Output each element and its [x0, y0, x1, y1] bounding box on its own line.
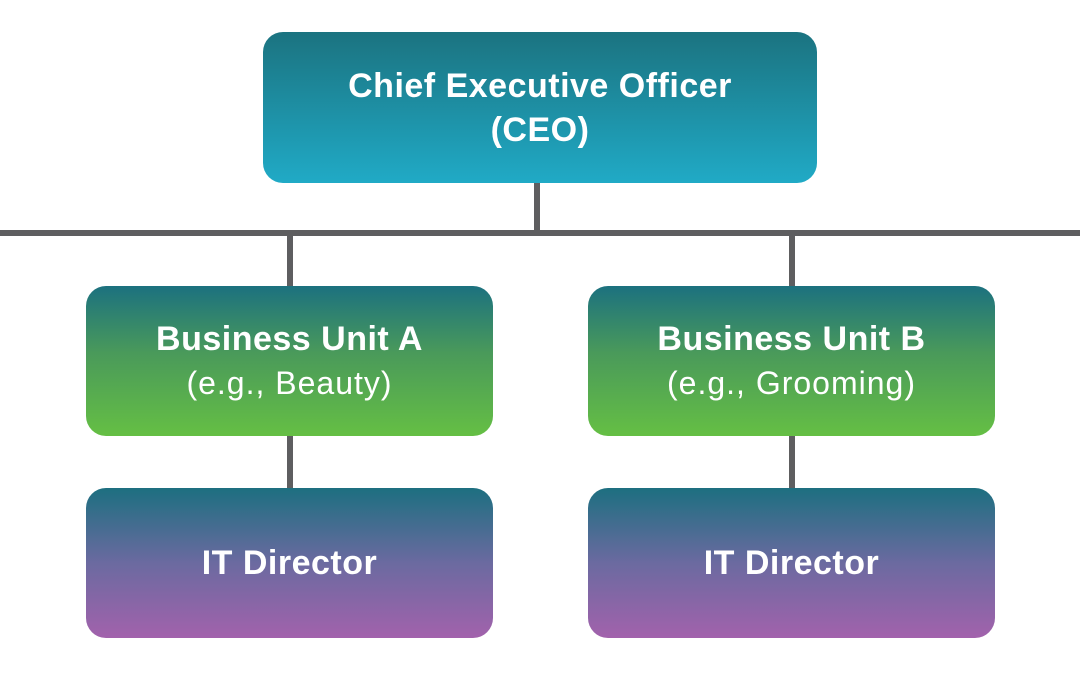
it-director-b-box: IT Director [588, 488, 995, 638]
unit-example: (e.g., Grooming) [667, 365, 916, 401]
unit-b-connector [789, 233, 795, 288]
ceo-abbr: (CEO) [490, 110, 590, 149]
horizontal-connector [0, 230, 1080, 236]
it-director-label: IT Director [703, 544, 880, 582]
ceo-connector [534, 183, 540, 236]
it-director-label: IT Director [201, 544, 378, 582]
it-director-a-box: IT Director [86, 488, 493, 638]
unit-title: Business Unit A [156, 320, 423, 358]
ceo-box: Chief Executive Officer (CEO) [263, 32, 817, 183]
it-b-connector [789, 436, 795, 490]
business-unit-b-box: Business Unit B (e.g., Grooming) [588, 286, 995, 436]
it-a-connector [287, 436, 293, 490]
unit-a-connector [287, 233, 293, 288]
ceo-title: Chief Executive Officer [348, 66, 732, 105]
unit-example: (e.g., Beauty) [186, 365, 393, 401]
unit-title: Business Unit B [657, 320, 926, 358]
business-unit-a-box: Business Unit A (e.g., Beauty) [86, 286, 493, 436]
